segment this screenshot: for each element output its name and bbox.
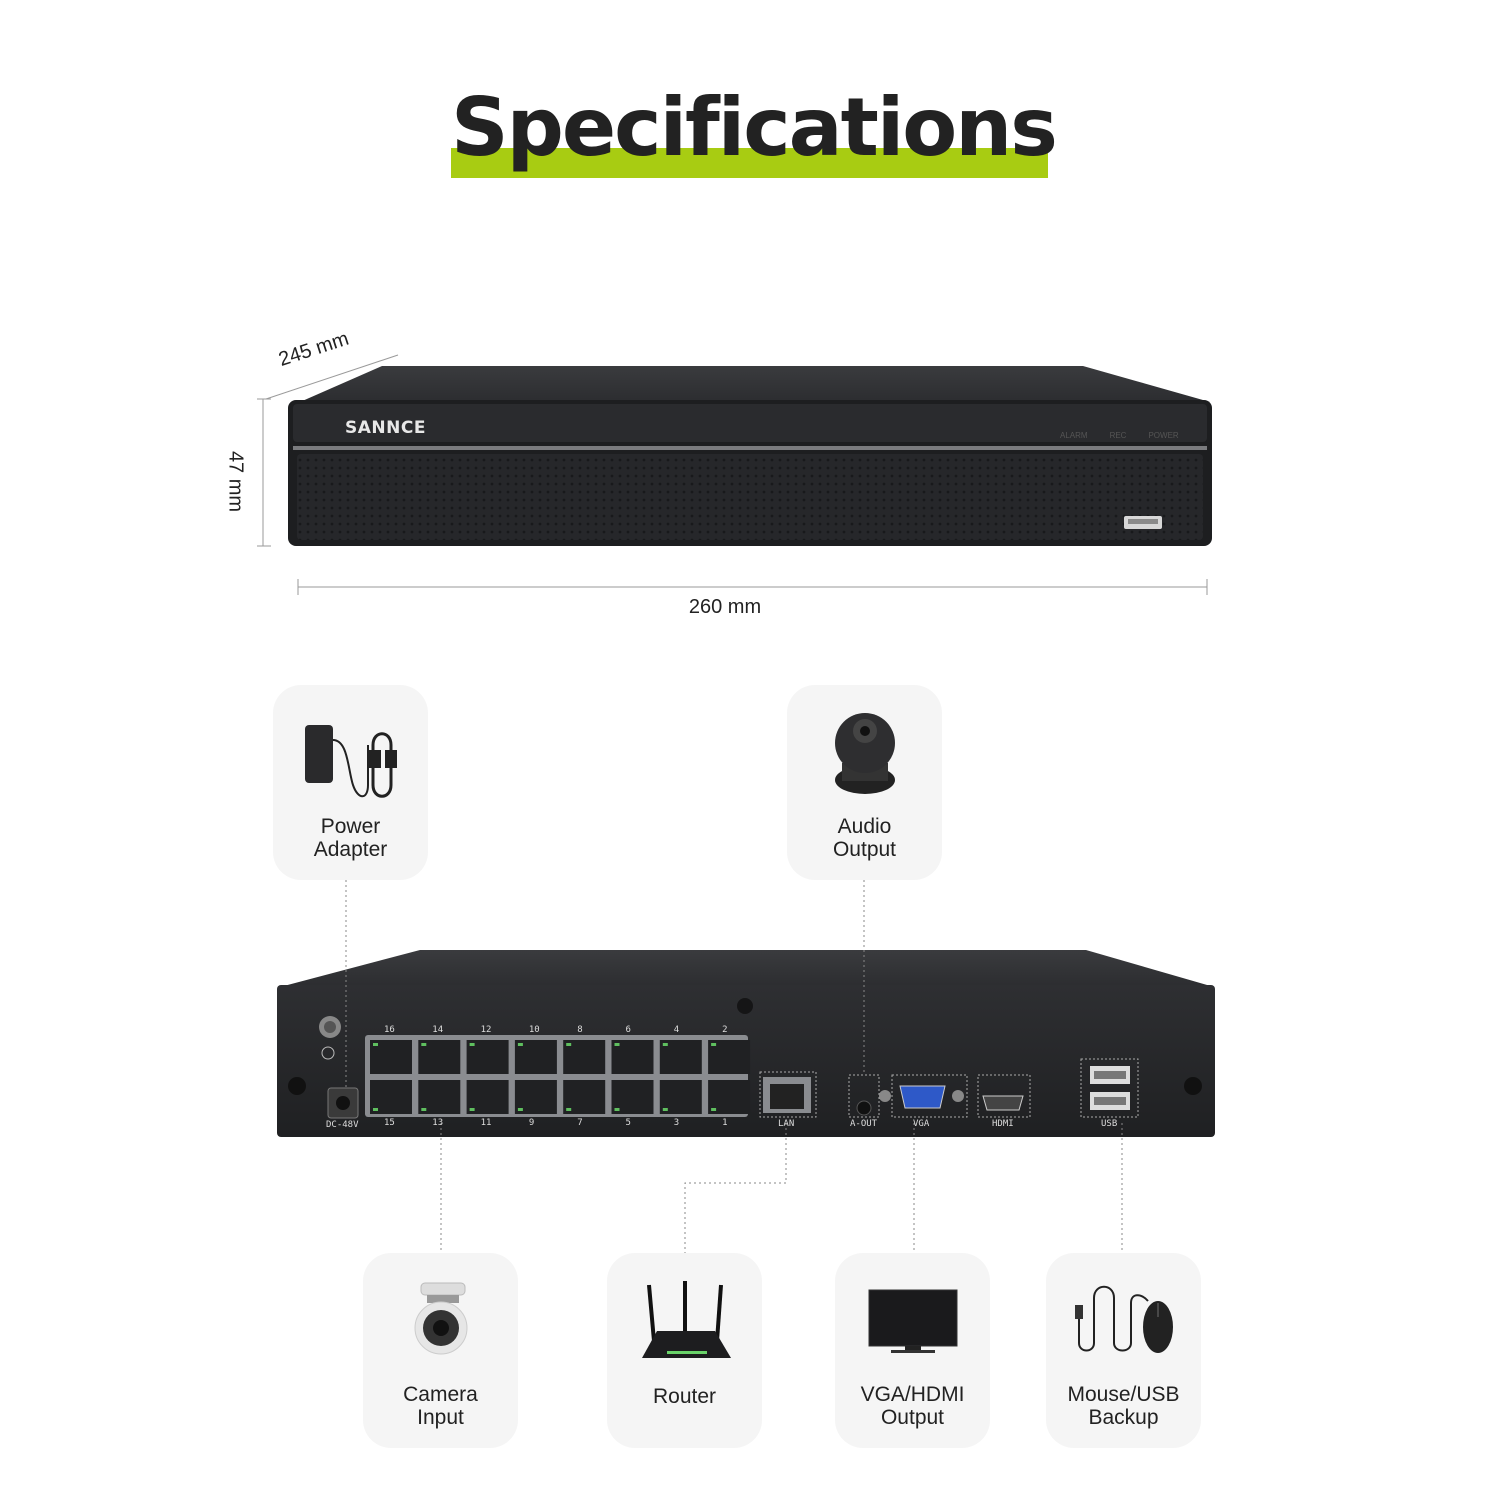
port-led [517, 1043, 523, 1046]
port-led [566, 1108, 572, 1111]
connector-lines [345, 880, 1123, 1253]
card-router: Router [607, 1253, 762, 1448]
card-vga-hdmi-line1: VGA/HDMI [860, 1383, 965, 1406]
title-highlight-bar [451, 148, 1048, 178]
front-leds: ALARM REC POWER [1060, 431, 1179, 440]
monitor-icon [868, 1289, 958, 1353]
label-usb: USB [1101, 1119, 1118, 1129]
dimension-lines [257, 354, 1208, 595]
port-led [614, 1043, 620, 1046]
mouse-icon [1075, 1285, 1173, 1353]
port-led [711, 1043, 717, 1046]
port-led [614, 1108, 620, 1111]
port-number: 14 [432, 1025, 444, 1035]
page-title: Specifications [451, 81, 1058, 174]
port-led [469, 1043, 475, 1046]
port-number: 9 [528, 1118, 535, 1128]
router-icon [642, 1281, 731, 1358]
card-audio-output: Audio Output [787, 685, 942, 880]
port-led [421, 1043, 427, 1046]
led-power: POWER [1148, 431, 1179, 440]
port-number: 7 [577, 1118, 583, 1128]
card-router-line1: Router [652, 1385, 717, 1408]
speaker-icon [835, 713, 895, 794]
port-number: 2 [722, 1025, 728, 1035]
port-led [662, 1108, 668, 1111]
port-number: 4 [673, 1025, 680, 1035]
card-power-adapter-line2: Adapter [313, 838, 388, 861]
nvr-front-view [288, 366, 1212, 546]
card-vga-hdmi-output: VGA/HDMI Output [835, 1253, 990, 1448]
brand-logo: SANNCE [345, 418, 426, 438]
card-vga-hdmi-line2: Output [880, 1406, 945, 1429]
port-led [421, 1108, 427, 1111]
card-audio-output-line2: Output [832, 838, 897, 861]
label-dc: DC-48V [326, 1120, 359, 1130]
port-led [566, 1043, 572, 1046]
card-camera-input: Camera Input [363, 1253, 518, 1448]
label-aout: A-OUT [850, 1119, 878, 1129]
label-vga: VGA [913, 1119, 930, 1129]
bullet-camera-icon [414, 1282, 468, 1355]
label-hdmi: HDMI [992, 1119, 1014, 1129]
card-camera-input-line2: Input [417, 1406, 464, 1429]
port-number: 11 [480, 1118, 492, 1128]
nvr-rear-view [277, 950, 1215, 1137]
port-number: 3 [673, 1118, 680, 1128]
port-number: 1 [722, 1118, 728, 1128]
page-title-block: Specifications [451, 81, 1058, 180]
port-number: 15 [384, 1118, 395, 1128]
port-number: 8 [577, 1025, 583, 1035]
led-rec: REC [1109, 431, 1127, 440]
port-led [373, 1108, 378, 1111]
card-mouse-usb-line1: Mouse/USB [1067, 1383, 1180, 1406]
card-mouse-usb-backup: Mouse/USB Backup [1046, 1253, 1201, 1448]
port-number: 13 [432, 1118, 444, 1128]
port-led [662, 1043, 668, 1046]
card-mouse-usb-line2: Backup [1088, 1406, 1159, 1429]
card-camera-input-line1: Camera [403, 1383, 478, 1406]
port-number: 5 [625, 1118, 631, 1128]
card-power-adapter: Power Adapter [273, 685, 428, 880]
poe-port-block [370, 1040, 751, 1114]
width-dimension: 260 mm [688, 596, 762, 618]
port-number: 16 [384, 1025, 395, 1035]
power-adapter-icon [305, 725, 397, 798]
card-power-adapter-line1: Power [320, 815, 381, 838]
port-number: 6 [625, 1025, 631, 1035]
port-led [469, 1108, 475, 1111]
port-number: 10 [528, 1025, 540, 1035]
led-alarm: ALARM [1060, 431, 1088, 440]
card-audio-output-line1: Audio [837, 815, 892, 838]
label-lan: LAN [778, 1119, 795, 1129]
port-number: 12 [480, 1025, 492, 1035]
port-led [711, 1108, 717, 1111]
port-led [517, 1108, 523, 1111]
port-led [373, 1043, 378, 1046]
